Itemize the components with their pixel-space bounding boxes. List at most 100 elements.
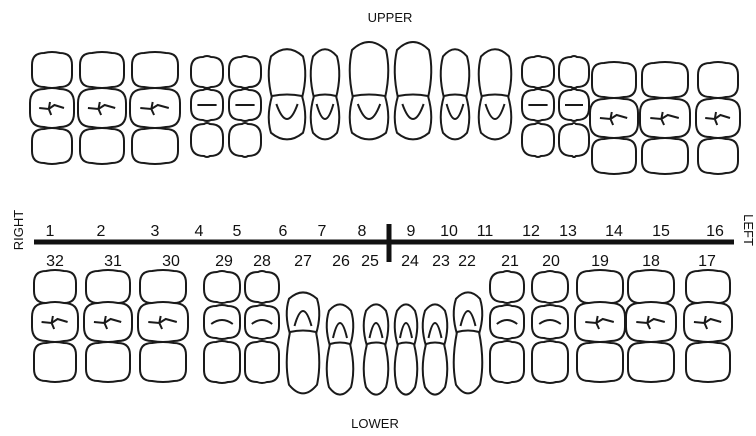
right-side-label: RIGHT <box>11 210 26 251</box>
tooth-root <box>204 341 240 383</box>
lower-tooth-21[interactable] <box>490 271 524 383</box>
tooth-root <box>80 52 124 88</box>
lower-tooth-number: 23 <box>432 253 450 270</box>
upper-tooth-10[interactable] <box>441 49 470 139</box>
upper-tooth-number: 9 <box>407 223 416 240</box>
tooth-labial <box>395 343 418 395</box>
upper-tooth-8[interactable] <box>350 42 389 139</box>
lower-tooth-24[interactable] <box>395 304 418 394</box>
tooth-labial <box>327 343 354 395</box>
lower-tooth-number: 25 <box>361 253 379 270</box>
tooth-crown <box>191 123 223 157</box>
lower-tooth-number: 31 <box>104 253 122 270</box>
upper-tooth-number: 8 <box>358 223 367 240</box>
tooth-root <box>86 342 130 382</box>
lower-tooth-number: 21 <box>501 253 519 270</box>
tooth-crown <box>140 270 186 304</box>
upper-tooth-11[interactable] <box>479 49 512 139</box>
tooth-crown <box>34 270 76 304</box>
tooth-crown <box>132 128 178 164</box>
upper-tooth-number: 1 <box>46 223 55 240</box>
lower-tooth-27[interactable] <box>287 292 320 393</box>
lower-tooth-number: 29 <box>215 253 233 270</box>
tooth-crown <box>490 271 524 303</box>
lower-tooth-18[interactable] <box>626 270 676 382</box>
tooth-labial <box>479 49 512 99</box>
upper-tooth-9[interactable] <box>395 42 432 139</box>
upper-tooth-4[interactable] <box>191 56 223 157</box>
lower-tooth-20[interactable] <box>532 271 568 383</box>
lower-tooth-number: 22 <box>458 253 476 270</box>
tooth-root <box>698 62 738 98</box>
tooth-labial <box>287 331 320 394</box>
lower-tooth-number: 27 <box>294 253 312 270</box>
lower-label: LOWER <box>351 416 399 431</box>
lower-tooth-31[interactable] <box>84 270 132 382</box>
tooth-root <box>140 342 186 382</box>
lower-tooth-number: 28 <box>253 253 271 270</box>
lower-tooth-22[interactable] <box>454 292 483 393</box>
tooth-crown <box>80 128 124 164</box>
tooth-root <box>628 342 674 382</box>
upper-tooth-5[interactable] <box>229 56 261 157</box>
lower-tooth-29[interactable] <box>204 271 240 383</box>
tooth-labial <box>454 331 483 394</box>
upper-tooth-number: 10 <box>440 223 458 240</box>
lower-tooth-26[interactable] <box>327 304 354 394</box>
lower-tooth-25[interactable] <box>364 304 389 394</box>
upper-tooth-16[interactable] <box>696 62 740 174</box>
tooth-crown <box>642 138 688 174</box>
tooth-crown <box>592 138 636 174</box>
tooth-labial <box>423 343 448 395</box>
lower-tooth-number: 19 <box>591 253 609 270</box>
upper-tooth-15[interactable] <box>640 62 690 174</box>
upper-tooth-3[interactable] <box>130 52 180 164</box>
tooth-root <box>490 341 524 383</box>
lower-tooth-23[interactable] <box>423 304 448 394</box>
tooth-crown <box>522 123 554 157</box>
tooth-labial <box>311 49 340 99</box>
tooth-labial <box>441 49 470 99</box>
tooth-root <box>522 56 554 88</box>
upper-tooth-6[interactable] <box>269 49 306 139</box>
lower-tooth-number: 30 <box>162 253 180 270</box>
upper-tooth-number: 12 <box>522 223 540 240</box>
tooth-root <box>577 342 623 382</box>
tooth-root <box>32 52 72 88</box>
upper-tooth-number: 13 <box>559 223 577 240</box>
upper-tooth-14[interactable] <box>590 62 638 174</box>
upper-arch <box>30 42 740 174</box>
tooth-crown <box>32 128 72 164</box>
tooth-root <box>532 341 568 383</box>
tooth-crown <box>532 271 568 303</box>
tooth-crown <box>245 271 279 303</box>
lower-tooth-17[interactable] <box>684 270 732 382</box>
tooth-crown <box>628 270 674 304</box>
upper-tooth-number: 15 <box>652 223 670 240</box>
upper-tooth-number: 7 <box>318 223 327 240</box>
tooth-crown <box>229 123 261 157</box>
tooth-root <box>686 342 730 382</box>
tooth-labial <box>395 42 432 100</box>
upper-label: UPPER <box>368 10 413 25</box>
lower-tooth-number: 18 <box>642 253 660 270</box>
lower-tooth-30[interactable] <box>138 270 188 382</box>
upper-tooth-number: 6 <box>279 223 288 240</box>
lower-tooth-number: 17 <box>698 253 716 270</box>
upper-tooth-number: 16 <box>706 223 724 240</box>
upper-tooth-7[interactable] <box>311 49 340 139</box>
upper-tooth-12[interactable] <box>522 56 554 157</box>
upper-tooth-number: 14 <box>605 223 623 240</box>
tooth-root <box>191 56 223 88</box>
upper-tooth-13[interactable] <box>559 56 589 157</box>
lower-tooth-32[interactable] <box>32 270 78 382</box>
left-side-label: LEFT <box>741 214 756 246</box>
upper-tooth-2[interactable] <box>78 52 126 164</box>
lower-tooth-28[interactable] <box>245 271 279 383</box>
upper-tooth-1[interactable] <box>30 52 74 164</box>
lower-tooth-19[interactable] <box>575 270 625 382</box>
tooth-root <box>34 342 76 382</box>
lower-tooth-number: 24 <box>401 253 419 270</box>
